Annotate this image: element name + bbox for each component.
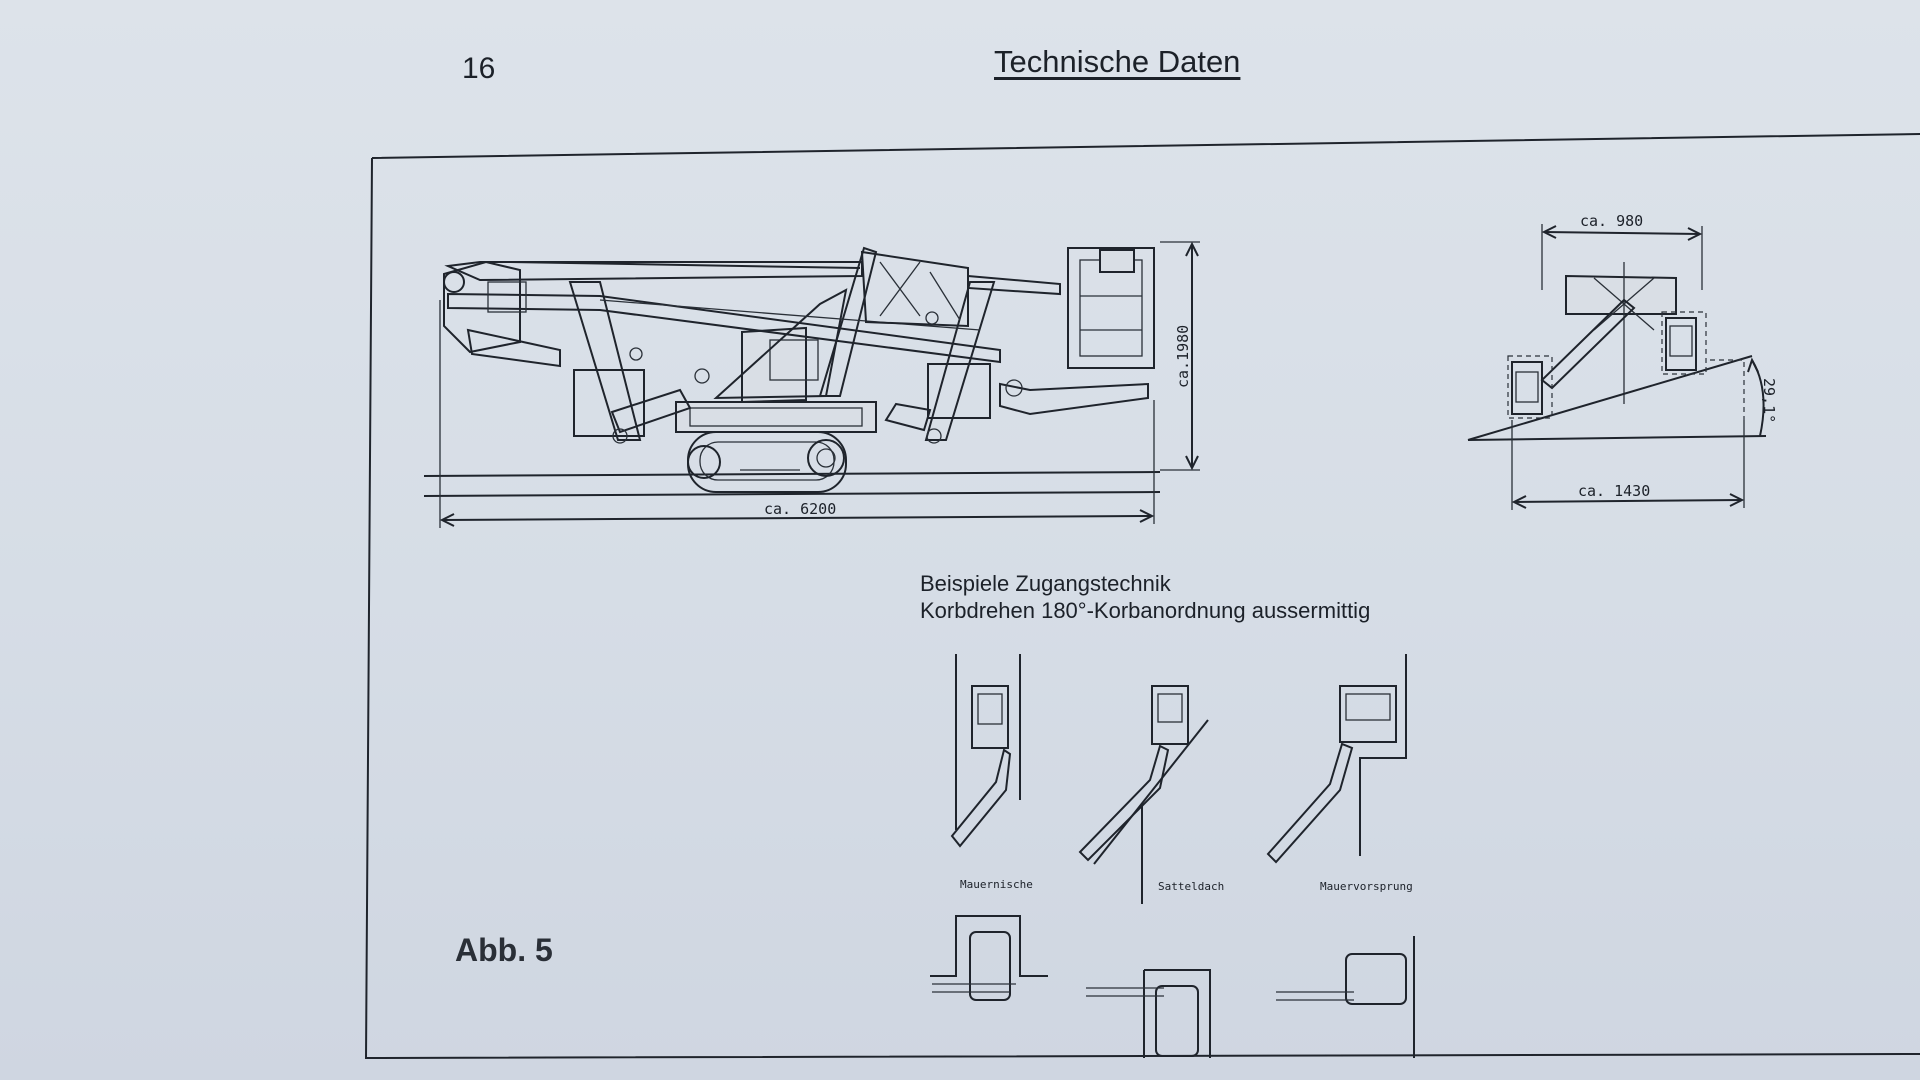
example-mauervorsprung: Mauervorsprung xyxy=(1266,654,1413,893)
access-examples-caption: Beispiele Zugangstechnik Korbdrehen 180°… xyxy=(920,570,1370,624)
caption-line-2: Korbdrehen 180°-Korbanordnung aussermitt… xyxy=(920,598,1371,623)
page-number: 16 xyxy=(462,52,496,85)
page-title: Technische Daten xyxy=(994,44,1241,79)
width-bottom-label: ca. 1430 xyxy=(1578,482,1650,500)
example-satteldach: Satteldach xyxy=(1078,685,1224,904)
drawing-border xyxy=(364,133,1920,1060)
example-mauernische: Mauernische xyxy=(950,654,1033,891)
side-view-lift: ca.1980 ca. 6200 xyxy=(423,241,1200,528)
label-satteldach: Satteldach xyxy=(1158,880,1224,893)
label-mauervorsprung: Mauervorsprung xyxy=(1320,880,1413,893)
angle-label: 29,1° xyxy=(1760,378,1778,423)
front-view-lift: ca. 980 29,1° ca. 1430 xyxy=(1467,212,1778,510)
example-top-views xyxy=(930,915,1415,1058)
length-dimension-label: ca. 6200 xyxy=(764,500,836,518)
figure-label: Abb. 5 xyxy=(455,932,553,968)
caption-line-1: Beispiele Zugangstechnik xyxy=(920,571,1171,596)
width-top-label: ca. 980 xyxy=(1580,212,1643,230)
label-mauernische: Mauernische xyxy=(960,878,1033,891)
height-dimension-label: ca.1980 xyxy=(1174,325,1192,388)
